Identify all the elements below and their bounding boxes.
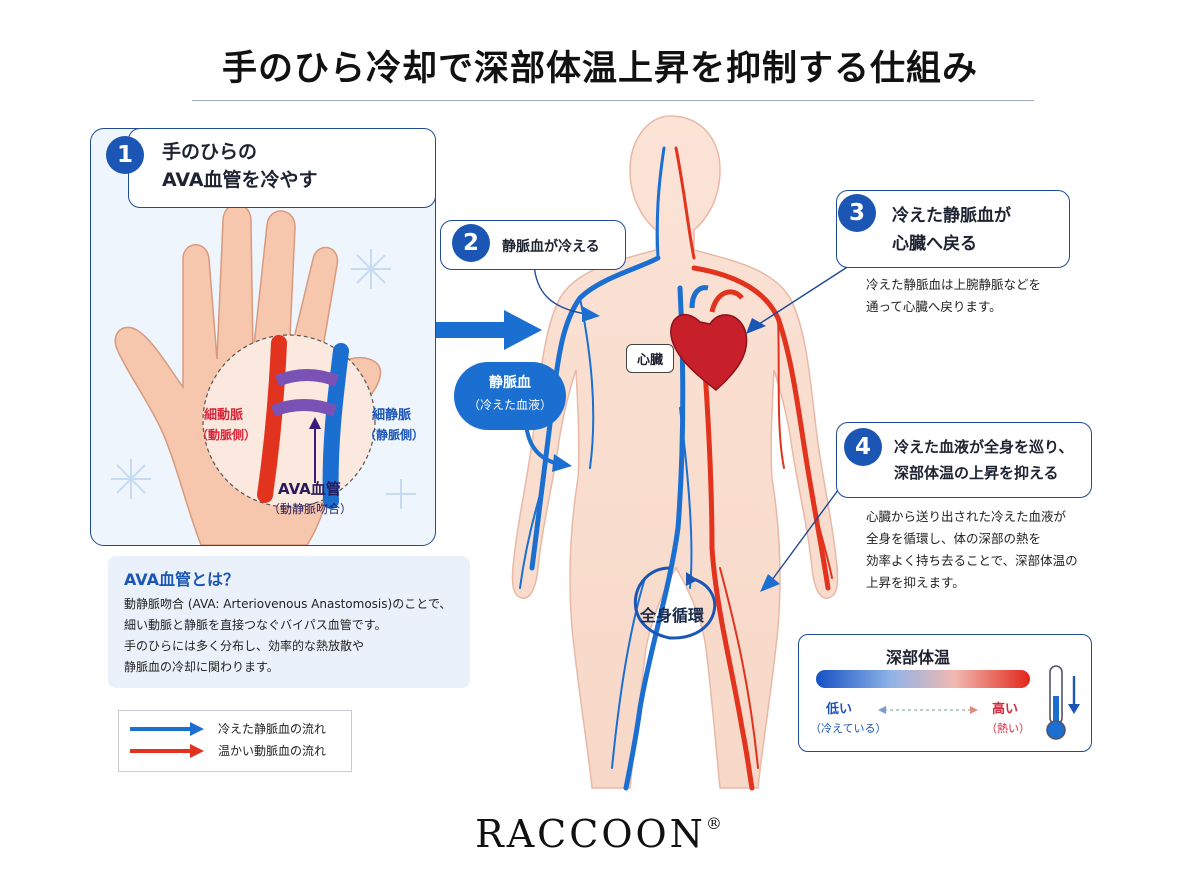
step4-line2: 深部体温の上昇を抑える: [894, 464, 1059, 482]
brand-registered-mark: ®: [705, 814, 725, 833]
legend-arrows: [130, 722, 204, 758]
ava-info-line1: 動静脈吻合 (AVA: Arteriovenous Anastomosis)のこ…: [124, 597, 452, 611]
ava-info-line2: 細い動脈と静脈を直接つなぐバイパス血管です。: [124, 618, 387, 632]
artery-label: 細動脈: [204, 408, 244, 423]
step2-leader: [533, 263, 600, 322]
title-divider: [192, 100, 1034, 101]
body-silhouette: [511, 115, 839, 789]
step3-note-line2: 通って心臓へ戻ります。: [866, 299, 1002, 314]
temperature-low-sub: （冷えている）: [810, 722, 887, 735]
temperature-low-label: 低い: [826, 702, 853, 717]
hand-to-body-arrow: [434, 310, 542, 350]
step4-note-line1: 心臓から送り出された冷えた血液が: [866, 509, 1067, 524]
legend-red-arrow: [130, 744, 204, 758]
step4-callout: [836, 422, 1092, 498]
ava-label: AVA血管: [278, 480, 341, 498]
step3-callout: [836, 190, 1070, 268]
step3-line1: 冷えた静脈血が: [892, 206, 1011, 226]
snowflake-icon: [111, 249, 416, 509]
vein-bubble-line2: （冷えた血液）: [467, 398, 552, 412]
ava-info-title: AVA血管とは？: [124, 570, 239, 589]
temperature-high-label: 高い: [992, 702, 1019, 717]
artery-network: [674, 146, 833, 791]
vein-network: [519, 146, 693, 791]
step3-note-line1: 冷えた静脈血は上腕静脈などを: [866, 277, 1042, 292]
step3-text: 冷えた静脈血が 心臓へ戻る: [892, 202, 1011, 258]
ava-info-panel: [108, 556, 470, 688]
hand-illustration: [111, 203, 416, 545]
step2-text: 静脈血が冷える: [502, 239, 600, 255]
thermometer-icon: [1046, 665, 1080, 740]
step4-note-line4: 上昇を抑えます。: [866, 575, 965, 590]
ava-sub-label: （動静脈吻合）: [268, 502, 353, 516]
step2-number: 2: [452, 224, 490, 262]
legend-red-label: 温かい動脈血の流れ: [218, 744, 327, 758]
circulation-arrow: [633, 566, 717, 640]
temperature-range-arrow: [878, 706, 978, 714]
step1-line1: 手のひらの: [162, 141, 258, 163]
artery-sub-label: （動脈側）: [196, 428, 257, 442]
step1-callout: [128, 128, 436, 208]
temperature-panel: [798, 634, 1092, 752]
step4-note: 心臓から送り出された冷えた血液が 全身を循環し、体の深部の熱を 効率よく持ち去る…: [866, 506, 1078, 594]
heart-label: 心臓: [626, 344, 675, 373]
temperature-high-sub: （熱い）: [986, 722, 1030, 735]
step4-note-line2: 全身を循環し、体の深部の熱を: [866, 531, 1042, 546]
step3-line2: 心臓へ戻る: [892, 234, 977, 254]
step3-note: 冷えた静脈血は上腕静脈などを 通って心臓へ戻ります。: [866, 274, 1041, 318]
brand-logo: RACCOON®: [0, 812, 1200, 856]
legend: [118, 710, 352, 772]
step3-number: 3: [838, 194, 876, 232]
heart-icon: [670, 285, 748, 391]
legend-blue-label: 冷えた静脈血の流れ: [218, 722, 327, 736]
vein-bubble-line1: 静脈血: [489, 375, 531, 391]
step4-note-line3: 効率よく持ち去ることで、深部体温の: [866, 553, 1078, 568]
page-title: 手のひら冷却で深部体温上昇を抑制する仕組み: [221, 49, 978, 89]
temperature-title: 深部体温: [886, 648, 951, 667]
ava-info-line4: 静脈血の冷却に関わります。: [124, 660, 279, 674]
step4-line1: 冷えた血液が全身を巡り、: [894, 438, 1074, 456]
step1-text: 手のひらの AVA血管を冷やす: [162, 138, 318, 194]
brand-name: RACCOON: [475, 812, 706, 856]
temperature-gradient-bar: [816, 670, 1030, 688]
vein-bubble: [454, 362, 566, 430]
step3-leader: [746, 263, 853, 334]
ava-info-body: 動静脈吻合 (AVA: Arteriovenous Anastomosis)のこ…: [124, 594, 451, 678]
circulation-arrowhead: [686, 572, 698, 586]
body-illustration: [511, 115, 839, 791]
legend-blue-arrow: [130, 722, 204, 736]
vein-sub-label: （静脈側）: [364, 428, 425, 442]
ava-info-line3: 手のひらには多く分布し、効率的な熱放散や: [124, 639, 365, 653]
circulation-label: 全身循環: [640, 606, 705, 625]
step4-text: 冷えた血液が全身を巡り、 深部体温の上昇を抑える: [894, 434, 1073, 486]
step4-leader: [760, 481, 845, 592]
step4-number: 4: [844, 428, 882, 466]
step1-line2: AVA血管を冷やす: [162, 169, 318, 191]
step1-number: 1: [106, 136, 144, 174]
vein-label: 細静脈: [372, 408, 412, 423]
